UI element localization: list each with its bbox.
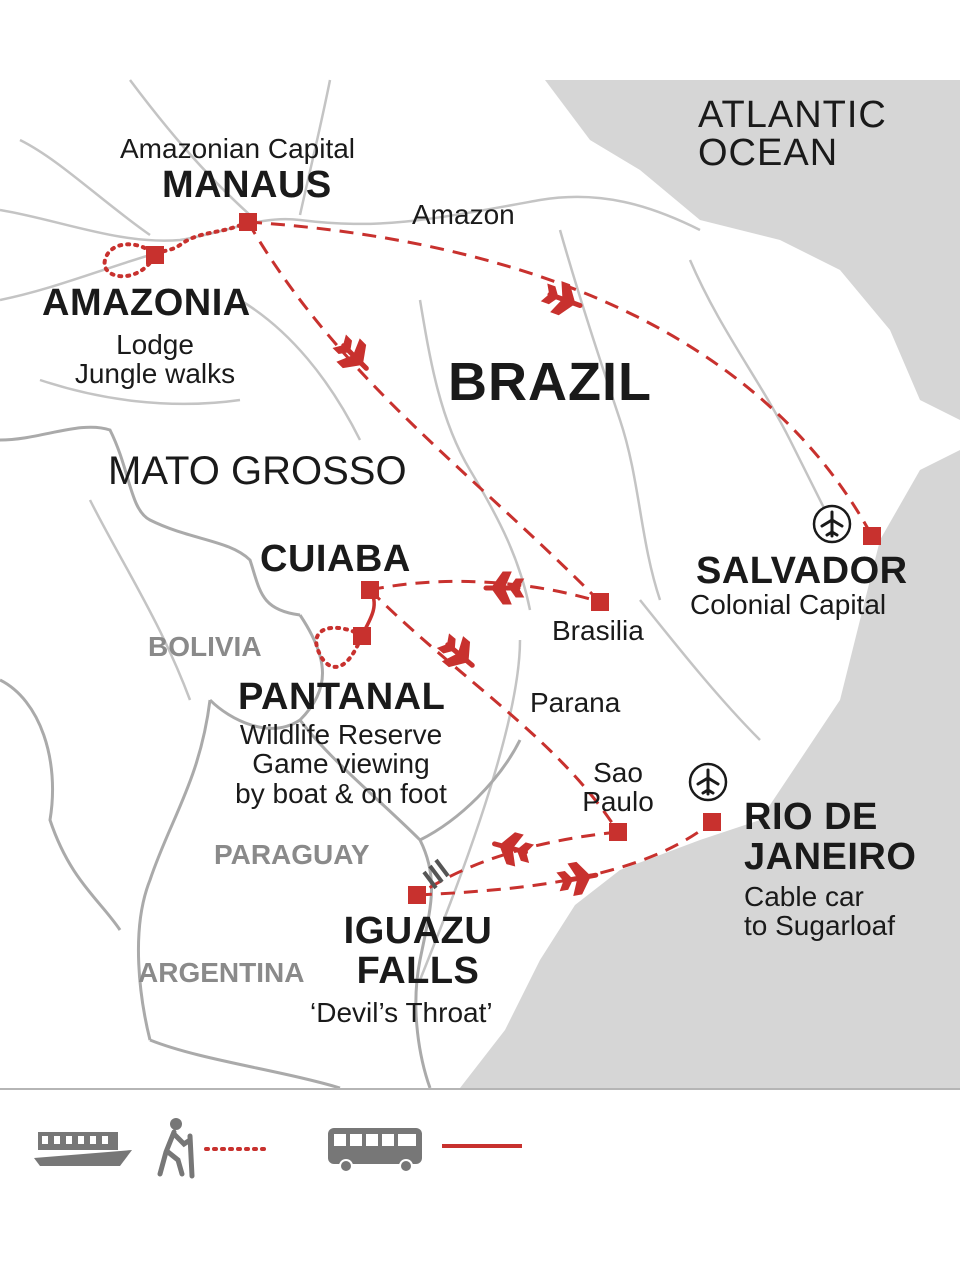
route-cuiaba-brasilia bbox=[369, 579, 601, 604]
mato-grosso-label: MATO GROSSO bbox=[108, 449, 407, 493]
amazonia-notes: Lodge Jungle walks bbox=[74, 329, 236, 390]
airplane-icon bbox=[492, 832, 535, 867]
argentina-label: ARGENTINA bbox=[138, 957, 305, 988]
red-square-icon bbox=[361, 581, 379, 599]
parana-label: Parana bbox=[530, 687, 621, 718]
red-square-icon bbox=[703, 813, 721, 831]
red-square-icon bbox=[353, 627, 371, 645]
flight-routes bbox=[246, 220, 874, 897]
amazon-river-label: Amazon bbox=[412, 199, 515, 230]
iguazu-label: IGUAZU FALLS bbox=[343, 910, 493, 992]
airplane-icon bbox=[483, 571, 525, 605]
red-square-icon bbox=[863, 527, 881, 545]
route-saopaulo-iguazu bbox=[417, 830, 619, 897]
amazonia-label: AMAZONIA bbox=[42, 282, 251, 324]
stop-markers bbox=[146, 213, 881, 904]
rivers bbox=[0, 79, 832, 981]
cuiaba-label: CUIABA bbox=[260, 538, 411, 580]
bus-icon bbox=[328, 1128, 422, 1173]
red-square-icon bbox=[591, 593, 609, 611]
pantanal-notes: Wildlife Reserve Game viewing by boat & … bbox=[235, 719, 447, 809]
waterfall-icon bbox=[422, 858, 450, 890]
airplane-icon bbox=[436, 633, 475, 668]
salvador-subtitle: Colonial Capital bbox=[690, 589, 887, 620]
legend-divider bbox=[0, 1088, 960, 1090]
route-manaus-salvador bbox=[247, 220, 874, 537]
boat-icon bbox=[34, 1132, 132, 1166]
route-cuiaba-saopaulo bbox=[368, 588, 620, 833]
legend bbox=[34, 1118, 522, 1179]
brasilia-label: Brasilia bbox=[552, 615, 644, 646]
walk-pantanal bbox=[314, 625, 364, 669]
salvador-label: SALVADOR bbox=[696, 550, 908, 592]
hiker-icon bbox=[157, 1118, 195, 1179]
red-square-icon bbox=[146, 246, 164, 264]
brazil-label: BRAZIL bbox=[448, 352, 652, 412]
rio-label: RIO DE JANEIRO bbox=[744, 796, 917, 878]
ocean-label: ATLANTIC OCEAN bbox=[698, 94, 887, 174]
red-square-icon bbox=[239, 213, 257, 231]
red-square-icon bbox=[609, 823, 627, 841]
bolivia-label: BOLIVIA bbox=[148, 631, 262, 662]
airport-circle-icon bbox=[688, 762, 728, 802]
route-manaus-brasilia bbox=[246, 221, 602, 604]
sea-area bbox=[460, 80, 960, 1088]
rio-notes: Cable car to Sugarloaf bbox=[744, 881, 895, 942]
paraguay-label: PARAGUAY bbox=[214, 839, 370, 870]
airplane-icon bbox=[540, 281, 583, 316]
airplanes bbox=[332, 281, 599, 896]
airport-circle-icon bbox=[812, 504, 852, 544]
sao-paulo-label: Sao Paulo bbox=[582, 757, 654, 818]
airplane-icon bbox=[332, 334, 369, 371]
manaus-label: MANAUS bbox=[162, 164, 332, 206]
iguazu-subtitle: ‘Devil’s Throat’ bbox=[310, 997, 493, 1028]
manaus-subtitle: Amazonian Capital bbox=[120, 133, 356, 164]
airplane-icon bbox=[556, 861, 599, 896]
pantanal-label: PANTANAL bbox=[238, 676, 446, 718]
red-square-icon bbox=[408, 886, 426, 904]
